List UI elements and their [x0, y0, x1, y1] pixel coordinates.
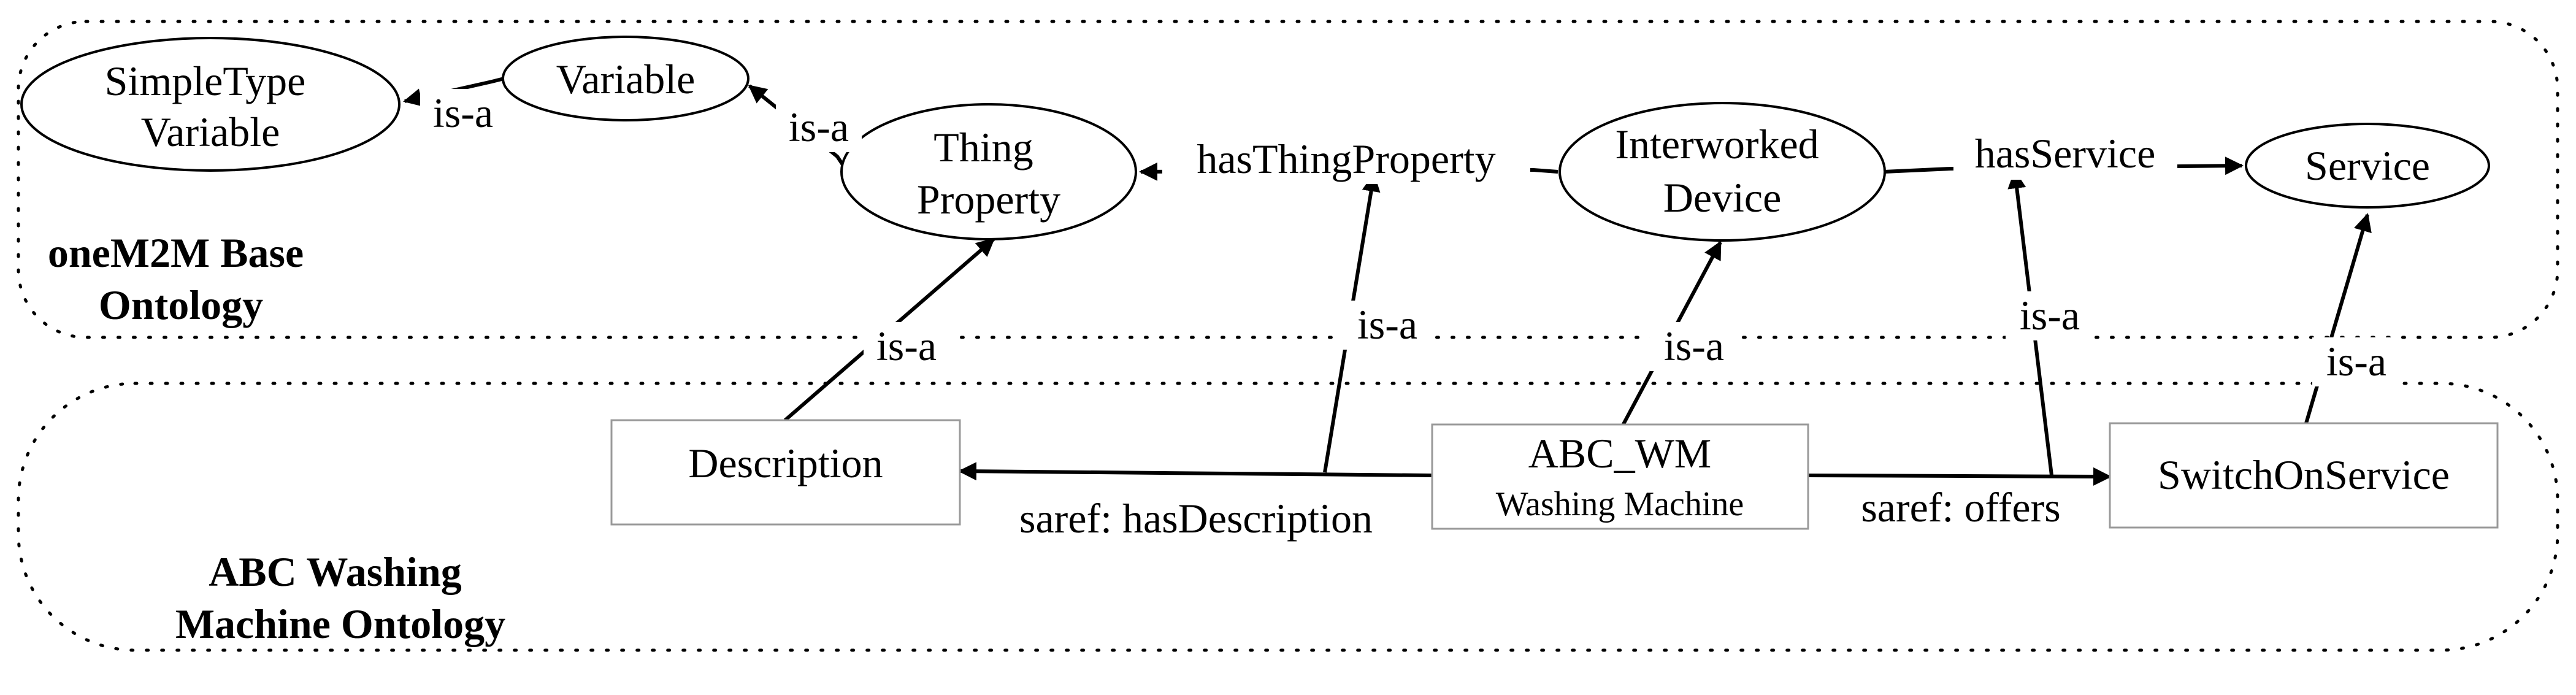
svg-text:hasService: hasService — [1975, 130, 2156, 177]
node-variable: Variable — [502, 36, 749, 121]
label-variable-simpletype: is-a — [420, 89, 506, 138]
node-service: Service — [2245, 123, 2490, 209]
node-description: Description — [610, 419, 961, 526]
svg-text:Variable: Variable — [556, 56, 696, 102]
base-ontology-label: oneM2M Base Ontology — [48, 229, 314, 328]
base-ontology-region — [17, 20, 2559, 339]
svg-text:is-a: is-a — [1664, 323, 1724, 369]
svg-text:is-a: is-a — [2020, 292, 2080, 339]
abc-ontology-label: ABC Washing Machine Ontology — [175, 548, 505, 647]
svg-text:ABC_WM: ABC_WM — [1528, 430, 1711, 477]
edge-abcwm-description — [958, 462, 1433, 481]
svg-text:hasThingProperty: hasThingProperty — [1197, 136, 1495, 182]
label-offers-hasservice: is-a — [2006, 291, 2095, 340]
label-hasdescription-thingprop: is-a — [1343, 301, 1432, 350]
svg-text:Service: Service — [2305, 142, 2430, 189]
svg-text:is-a: is-a — [789, 104, 849, 150]
svg-text:Interworked Device: Interworked Device — [1615, 121, 1829, 221]
node-simpletype-variable: SimpleType Variable — [20, 37, 401, 172]
abc-ontology-region — [17, 382, 2559, 652]
node-switch-on-service: SwitchOnService — [2109, 422, 2499, 529]
svg-text:Thing Property: Thing Property — [917, 124, 1060, 223]
svg-text:Washing Machine: Washing Machine — [1496, 485, 1744, 523]
node-thing-property: Thing Property — [840, 103, 1137, 240]
label-device-thingprop: hasThingProperty — [1162, 132, 1530, 184]
label-abcwm-device: is-a — [1650, 322, 1739, 371]
label-abcwm-description: saref: hasDescription — [1019, 495, 1373, 542]
svg-text:Description: Description — [688, 440, 883, 486]
label-abcwm-switchon: saref: offers — [1861, 484, 2060, 531]
svg-text:is-a: is-a — [2326, 338, 2386, 385]
label-description-thingprop: is-a — [864, 322, 953, 371]
svg-text:is-a: is-a — [433, 90, 493, 136]
node-interworked-device: Interworked Device — [1558, 102, 1886, 242]
svg-text:is-a: is-a — [876, 323, 937, 369]
edge-switchon-service — [2304, 213, 2372, 424]
svg-text:SimpleType Variable: SimpleType Variable — [105, 58, 316, 155]
edge-abcwm-switchon — [1807, 467, 2112, 486]
svg-text:is-a: is-a — [1357, 301, 1417, 348]
node-abc-wm: ABC_WM Washing Machine — [1431, 423, 1809, 530]
label-device-service: hasService — [1953, 128, 2177, 180]
label-switchon-service: is-a — [2312, 337, 2401, 386]
svg-text:SwitchOnService: SwitchOnService — [2158, 451, 2450, 498]
label-thingprop-variable: is-a — [776, 103, 862, 152]
